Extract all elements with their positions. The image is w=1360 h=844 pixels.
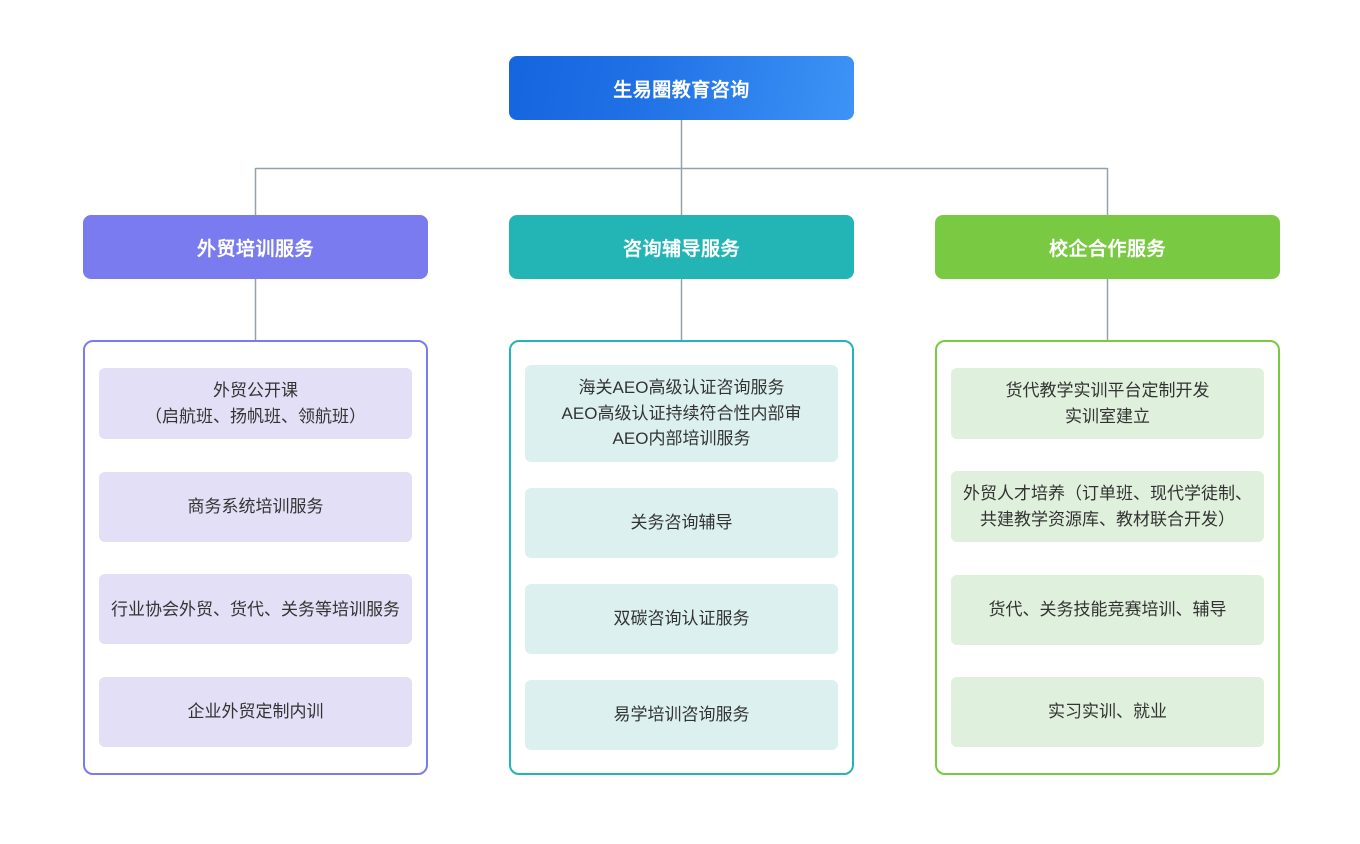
leaf-card[interactable]: 双碳咨询认证服务 — [525, 583, 838, 654]
branch-column-zixun-fudao: 咨询辅导服务 海关AEO高级认证咨询服务 AEO高级认证持续符合性内部审 AEO… — [509, 215, 854, 775]
leaf-card[interactable]: 关务咨询辅导 — [525, 487, 838, 558]
leaf-card[interactable]: 商务系统培训服务 — [99, 471, 412, 542]
branch-header-label-1: 咨询辅导服务 — [622, 238, 740, 260]
leaf-card[interactable]: 货代、关务技能竞赛培训、辅导 — [951, 574, 1264, 645]
branch-header-0[interactable]: 外贸培训服务 — [83, 215, 428, 279]
branch-header-1[interactable]: 咨询辅导服务 — [509, 215, 854, 279]
leaf-card-label: 外贸人才培养（订单班、现代学徒制、共建教学资源库、教材联合开发） — [963, 484, 1252, 529]
leaf-card-label: 商务系统培训服务 — [187, 497, 324, 516]
leaf-card[interactable]: 货代教学实训平台定制开发 实训室建立 — [951, 368, 1264, 440]
branch-column-waimao-peixun: 外贸培训服务 外贸公开课 （启航班、扬帆班、领航班） 商务系统培训服务 行业协会… — [83, 215, 428, 775]
leaf-card-label: 海关AEO高级认证咨询服务 AEO高级认证持续符合性内部审 AEO内部培训服务 — [561, 378, 802, 449]
leaf-card-label: 关务咨询辅导 — [630, 512, 733, 532]
root-node-label: 生易圈教育咨询 — [613, 79, 750, 101]
branch-header-2[interactable]: 校企合作服务 — [935, 215, 1280, 279]
branch-header-label-2: 校企合作服务 — [1048, 238, 1166, 260]
leaf-card-label: 双碳咨询认证服务 — [613, 609, 750, 629]
leaf-card-label: 易学培训咨询服务 — [613, 705, 750, 725]
leaf-card-label: 企业外贸定制内训 — [187, 702, 324, 721]
branch-column-xiaoqi-hezuo: 校企合作服务 货代教学实训平台定制开发 实训室建立 外贸人才培养（订单班、现代学… — [935, 215, 1280, 775]
leaf-card-label: 行业协会外贸、货代、关务等培训服务 — [111, 599, 400, 619]
leaf-card[interactable]: 海关AEO高级认证咨询服务 AEO高级认证持续符合性内部审 AEO内部培训服务 — [525, 365, 838, 462]
leaf-card-label: 货代、关务技能竞赛培训、辅导 — [988, 599, 1227, 619]
branch-body-0: 外贸公开课 （启航班、扬帆班、领航班） 商务系统培训服务 行业协会外贸、货代、关… — [83, 340, 428, 775]
leaf-card[interactable]: 实习实训、就业 — [951, 676, 1264, 747]
leaf-card[interactable]: 外贸公开课 （启航班、扬帆班、领航班） — [99, 368, 412, 440]
leaf-card[interactable]: 行业协会外贸、货代、关务等培训服务 — [99, 574, 412, 645]
leaf-card-label: 货代教学实训平台定制开发 实训室建立 — [1005, 381, 1210, 426]
leaf-card[interactable]: 外贸人才培养（订单班、现代学徒制、共建教学资源库、教材联合开发） — [951, 471, 1264, 543]
branch-body-1: 海关AEO高级认证咨询服务 AEO高级认证持续符合性内部审 AEO内部培训服务 … — [509, 340, 854, 775]
leaf-card[interactable]: 易学培训咨询服务 — [525, 679, 838, 750]
branch-header-label-0: 外贸培训服务 — [196, 238, 314, 260]
root-node[interactable]: 生易圈教育咨询 — [509, 56, 854, 120]
leaf-card-label: 外贸公开课 （启航班、扬帆班、领航班） — [145, 381, 366, 426]
branch-body-2: 货代教学实训平台定制开发 实训室建立 外贸人才培养（订单班、现代学徒制、共建教学… — [935, 340, 1280, 775]
leaf-card[interactable]: 企业外贸定制内训 — [99, 676, 412, 747]
leaf-card-label: 实习实训、就业 — [1048, 702, 1167, 722]
